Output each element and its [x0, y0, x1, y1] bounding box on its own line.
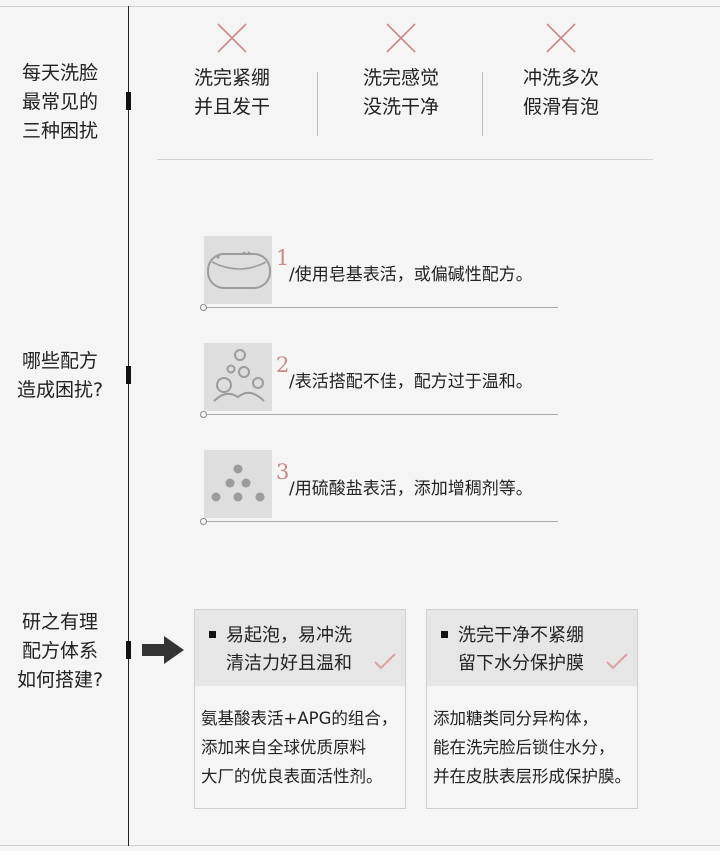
card-body: 添加糖类同分异构体， 能在洗完脸后锁住水分， 并在皮肤表层形成保护膜。 [433, 709, 631, 786]
bullet-square [209, 631, 216, 638]
timeline-marker-3 [126, 641, 131, 659]
underline [204, 307, 558, 308]
section-problems-label: 每天洗脸 最常见的 三种困扰 [21, 62, 98, 142]
divider [482, 72, 483, 136]
timeline-marker-1 [126, 92, 131, 110]
line-dot [200, 518, 207, 525]
divider [317, 72, 318, 136]
benefit-card: 洗完干净不紧绷 留下水分保护膜 添加糖类同分异构体， 能在洗完脸后锁住水分， 并… [426, 609, 638, 809]
section-formulas-label: 哪些配方 造成困扰? [16, 350, 104, 401]
check-icon [606, 653, 628, 670]
underline [204, 414, 558, 415]
bottom-border [0, 845, 720, 846]
underline [204, 521, 558, 522]
bubbles-icon [204, 343, 272, 411]
line-dot [200, 411, 207, 418]
dots-pyramid-icon [204, 450, 272, 518]
problem-item: 冲洗多次 假滑有泡 [486, 22, 636, 122]
soap-bar-icon [204, 236, 272, 304]
bullet-square [441, 631, 448, 638]
check-icon [374, 653, 396, 670]
section-system-label: 研之有理 配方体系 如何搭建? [16, 611, 104, 691]
card-header: 洗完干净不紧绷 留下水分保护膜 [427, 610, 637, 686]
arrow-right-icon [142, 636, 184, 664]
card-body: 氨基酸表活+APG的组合， 添加来自全球优质原料 大厂的优良表面活性剂。 [201, 709, 398, 786]
timeline-marker-2 [126, 366, 131, 384]
benefit-card: 易起泡，易冲洗 清洁力好且温和 氨基酸表活+APG的组合， 添加来自全球优质原料… [194, 609, 406, 809]
card-header: 易起泡，易冲洗 清洁力好且温和 [195, 610, 405, 686]
x-icon [546, 23, 576, 53]
line-dot [200, 304, 207, 311]
x-icon [217, 23, 247, 53]
top-border [0, 6, 720, 7]
section-divider [157, 159, 653, 160]
problem-item: 洗完紧绷 并且发干 [157, 22, 307, 122]
timeline-axis [128, 6, 129, 846]
x-icon [386, 23, 416, 53]
problem-item: 洗完感觉 没洗干净 [326, 22, 476, 122]
